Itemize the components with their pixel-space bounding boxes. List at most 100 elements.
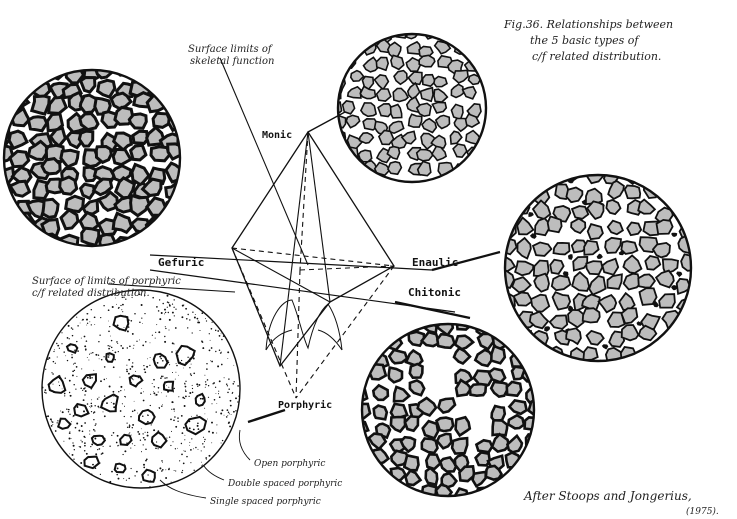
stipple-dot: [147, 474, 148, 475]
stipple-dot: [87, 313, 88, 314]
grain: [360, 133, 374, 143]
stipple-dot: [72, 370, 74, 372]
stipple-dot: [189, 319, 190, 320]
stipple-dot: [56, 343, 57, 344]
grain: [473, 472, 486, 486]
stipple-dot: [132, 427, 133, 428]
stipple-dot: [161, 460, 162, 461]
stipple-dot: [69, 453, 70, 454]
stipple-dot: [109, 326, 110, 327]
stipple-dot: [128, 373, 130, 375]
stipple-dot: [51, 425, 53, 427]
grain: [507, 382, 521, 396]
stipple-dot: [73, 384, 74, 385]
skeletal-surface-leader: [220, 58, 308, 265]
stipple-dot: [140, 392, 142, 394]
grain: [358, 465, 373, 480]
stipple-dot: [45, 389, 47, 391]
stipple-dot: [146, 458, 148, 460]
figure-caption-line2: the 5 basic types of: [530, 34, 640, 47]
stipple-dot: [211, 361, 213, 363]
stipple-dot: [143, 444, 144, 445]
stipple-dot: [118, 445, 119, 446]
stipple-dot: [174, 388, 175, 389]
porphyric-fabric-circle: [42, 290, 241, 488]
grain: [587, 331, 604, 345]
stipple-dot: [185, 386, 186, 387]
stipple-dot: [113, 366, 115, 368]
stipple-dot: [218, 393, 219, 394]
stipple-dot: [219, 396, 221, 398]
grain: [134, 65, 150, 79]
grain: [0, 83, 13, 100]
grain: [98, 80, 115, 97]
stipple-dot: [159, 299, 160, 300]
stipple-dot: [67, 360, 68, 361]
grain: [326, 63, 342, 74]
stipple-dot: [230, 400, 232, 402]
grain: [534, 348, 554, 364]
stipple-dot: [82, 390, 83, 391]
enaulic-label: Enaulic: [412, 256, 458, 269]
stipple-dot: [126, 371, 128, 373]
porphyric-grain: [120, 435, 131, 445]
stipple-dot: [131, 366, 133, 368]
grain: [495, 312, 510, 328]
stipple-dot: [207, 379, 209, 381]
stipple-dot: [69, 438, 71, 440]
stipple-dot: [221, 333, 222, 334]
stipple-dot: [120, 305, 121, 306]
stipple-dot: [99, 448, 101, 450]
stipple-dot: [174, 315, 175, 316]
grain: [10, 151, 29, 167]
stipple-dot: [144, 313, 145, 314]
porphyric-grain: [56, 452, 63, 459]
stipple-dot: [87, 357, 88, 358]
stipple-dot: [81, 338, 82, 339]
porphyric-grain: [114, 316, 129, 331]
stipple-dot: [94, 430, 95, 431]
stipple-dot: [191, 375, 192, 376]
grain: [440, 26, 451, 40]
porphyric-leader: [248, 410, 285, 422]
stipple-dot: [108, 321, 109, 322]
stipple-dot: [187, 357, 188, 358]
grain: [29, 64, 45, 78]
stipple-dot: [143, 464, 145, 466]
stipple-dot: [233, 365, 234, 366]
stipple-dot: [205, 387, 206, 388]
stipple-dot: [127, 347, 128, 348]
grain: [406, 58, 420, 72]
grain: [164, 237, 180, 252]
grain: [350, 354, 365, 369]
stipple-dot: [139, 322, 141, 324]
stipple-dot: [69, 414, 70, 415]
grain: [517, 238, 530, 259]
stipple-dot: [84, 442, 86, 444]
stipple-dot: [130, 468, 131, 469]
stipple-dot: [158, 331, 160, 333]
stipple-dot: [164, 341, 166, 343]
stipple-dot: [169, 305, 171, 307]
grain: [393, 88, 408, 101]
stipple-dot: [113, 391, 115, 393]
skeletal-surface-label-line2: skeletal function: [190, 56, 274, 67]
grain: [422, 439, 438, 453]
stipple-dot: [113, 403, 115, 405]
stipple-dot: [153, 379, 155, 381]
stipple-dot: [87, 403, 89, 405]
stipple-dot: [234, 381, 235, 382]
grain: [492, 434, 509, 451]
double-spaced-label: Double spaced porphyric: [227, 479, 342, 489]
stipple-dot: [172, 441, 173, 442]
stipple-dot: [67, 337, 69, 339]
stipple-dot: [92, 464, 94, 466]
stipple-dot: [84, 437, 85, 438]
polyhedron-edge: [232, 248, 330, 302]
grain: [355, 311, 371, 327]
stipple-dot: [177, 448, 178, 449]
grain: [129, 114, 146, 128]
grain: [531, 295, 549, 312]
stipple-dot: [59, 348, 60, 349]
open-porphyric-label: Open porphyric: [254, 459, 325, 469]
